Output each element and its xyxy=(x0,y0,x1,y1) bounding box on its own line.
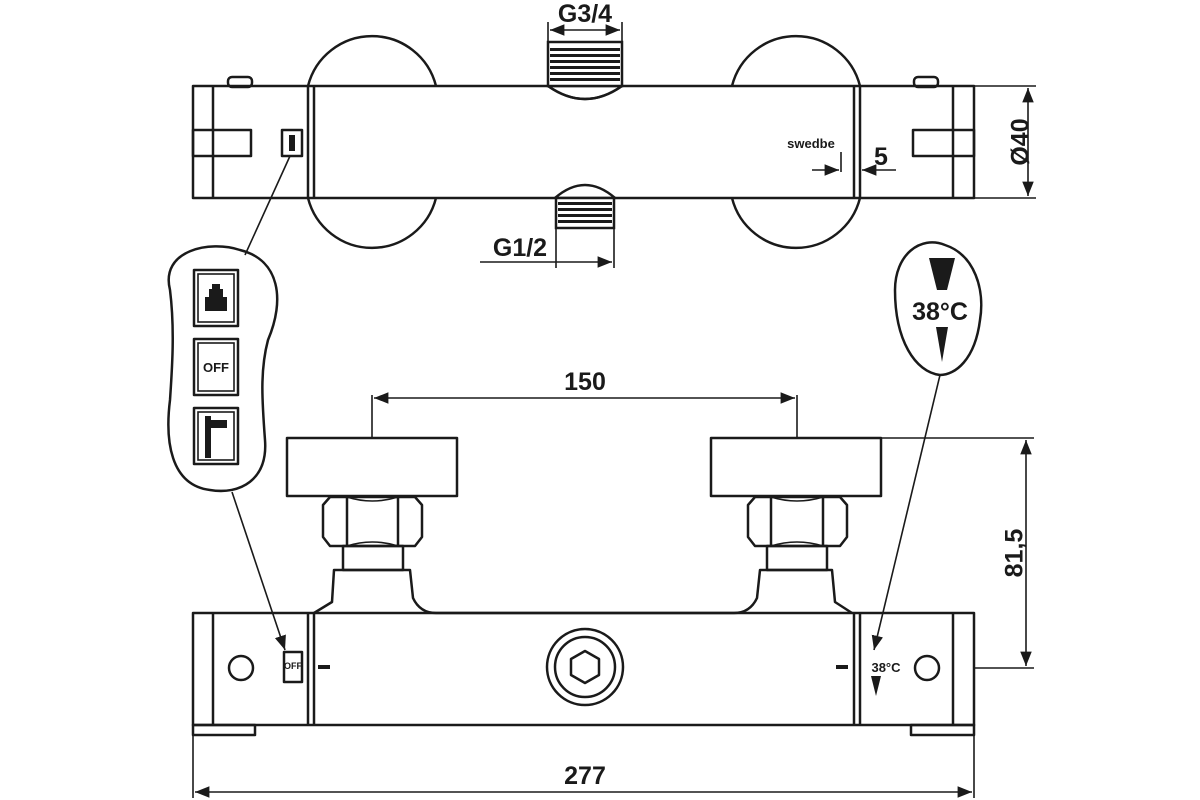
rear-flange-left-bottom xyxy=(306,197,438,250)
off-label-front: OFF xyxy=(284,661,302,671)
dim-inlet-spacing: 150 xyxy=(564,368,606,396)
hex-nut-right xyxy=(746,495,849,548)
dim-wall-depth: 81,5 xyxy=(1001,529,1029,578)
tub-icon xyxy=(205,284,227,311)
hex-socket xyxy=(569,649,601,685)
screw-hole-right xyxy=(913,654,941,682)
top-view: G3/4 G1/2 Ø40 swedbe 5 xyxy=(191,0,1036,268)
brand-label: swedbe xyxy=(787,136,835,151)
callout-balloon-left xyxy=(167,245,279,493)
callout-balloon-right xyxy=(893,241,983,377)
off-label: OFF xyxy=(203,360,229,375)
temperature-label-large: 38°C xyxy=(912,298,968,326)
body-outline-front xyxy=(191,611,976,727)
dim-bottom-inlet: G1/2 xyxy=(493,234,547,262)
foot-right xyxy=(909,723,976,737)
front-view: OFF 38°C 150 81,5 277 xyxy=(191,368,1034,798)
selector-callout: OFF xyxy=(167,155,291,651)
temp-up-marker xyxy=(929,258,955,290)
selector-icon-top xyxy=(280,128,304,158)
bottom-inlet-thread xyxy=(554,183,616,230)
dim-overall-length: 277 xyxy=(564,762,606,790)
tab-left xyxy=(226,75,254,89)
temperature-label-small: 38°C xyxy=(871,660,901,675)
wall-flange-left xyxy=(285,436,459,498)
wall-flange-right xyxy=(709,436,883,498)
temp-small-marker xyxy=(871,676,881,696)
temperature-callout: 38°C xyxy=(871,241,983,651)
selector-button-off xyxy=(192,337,240,397)
hex-nut-left xyxy=(321,495,424,548)
shower-icon xyxy=(205,416,227,458)
selector-button-3 xyxy=(192,406,240,466)
screw-hole-left xyxy=(227,654,255,682)
lever-left xyxy=(191,128,253,158)
temp-down-marker xyxy=(936,327,948,362)
rear-flange-right-top xyxy=(730,34,862,87)
selector-icon-front xyxy=(282,650,304,684)
body-outline-top xyxy=(191,84,976,200)
dim-brand-offset: 5 xyxy=(874,143,888,171)
hex-socket-outer xyxy=(545,627,625,707)
selector-button-1 xyxy=(192,268,240,328)
rear-flange-left-top xyxy=(306,34,438,87)
top-outlet-thread xyxy=(546,40,624,101)
index-mark-left xyxy=(318,665,330,669)
dim-top-outlet: G3/4 xyxy=(558,0,612,28)
rear-flange-right-bottom xyxy=(730,197,862,250)
connector-arms xyxy=(313,568,853,615)
lever-right xyxy=(911,128,976,158)
foot-left xyxy=(191,723,257,737)
tab-right xyxy=(912,75,940,89)
dim-diameter: Ø40 xyxy=(1007,118,1035,165)
index-mark-right xyxy=(836,665,848,669)
